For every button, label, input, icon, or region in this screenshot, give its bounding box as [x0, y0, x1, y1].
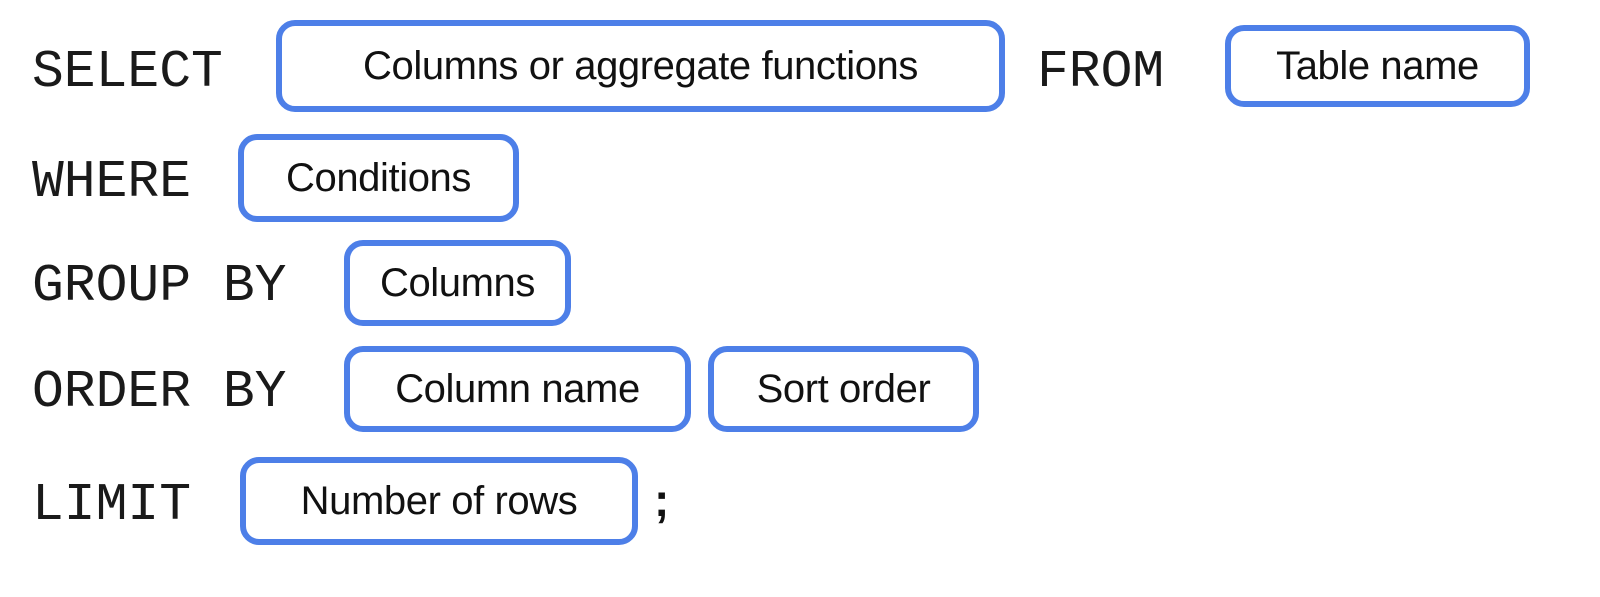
slot-conditions[interactable]: Conditions: [238, 134, 519, 222]
slot-order-by-column-name[interactable]: Column name: [344, 346, 691, 432]
clause-row-group-by: GROUP BY Columns: [0, 240, 1600, 326]
clause-row-where: WHERE Conditions: [0, 134, 1600, 222]
keyword-where: WHERE: [32, 152, 192, 212]
keyword-select: SELECT: [32, 42, 223, 102]
keyword-limit: LIMIT: [32, 475, 192, 535]
slot-table-name[interactable]: Table name: [1225, 25, 1530, 107]
keyword-group-by: GROUP BY: [32, 256, 287, 316]
clause-row-select: SELECT Columns or aggregate functions FR…: [0, 20, 1600, 112]
slot-group-by-columns[interactable]: Columns: [344, 240, 571, 326]
keyword-from: FROM: [1037, 42, 1165, 102]
slot-columns-or-aggregate-functions[interactable]: Columns or aggregate functions: [276, 20, 1005, 112]
statement-terminator: ;: [654, 474, 670, 526]
clause-row-order-by: ORDER BY Column name Sort order: [0, 346, 1600, 432]
slot-sort-order[interactable]: Sort order: [708, 346, 979, 432]
slot-number-of-rows[interactable]: Number of rows: [240, 457, 638, 545]
clause-row-limit: LIMIT Number of rows ;: [0, 457, 1600, 545]
keyword-order-by: ORDER BY: [32, 362, 287, 422]
